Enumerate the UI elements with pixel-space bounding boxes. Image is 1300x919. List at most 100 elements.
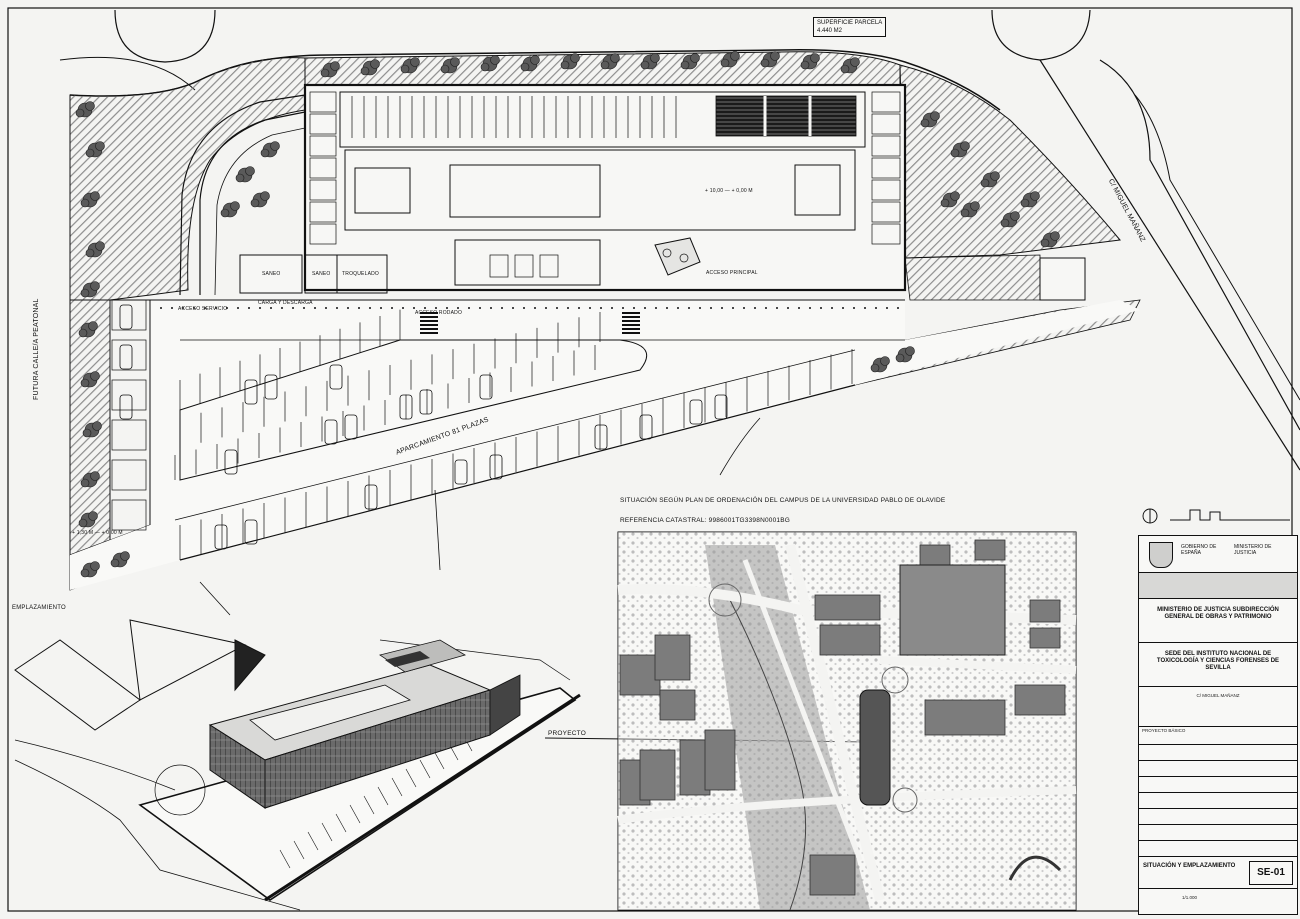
parking-stripe	[321, 822, 333, 842]
room-cell	[871, 201, 901, 223]
car-icon	[479, 374, 493, 400]
map-building	[974, 539, 1006, 561]
parking-stripe	[335, 813, 347, 833]
tree-icon	[1040, 231, 1060, 248]
crosswalk-stripe	[420, 328, 438, 330]
crosswalk-stripe	[622, 324, 640, 326]
car-icon	[264, 374, 278, 400]
map-building	[924, 699, 1006, 736]
parcel-area-title: SUPERFICIE PARCELA	[817, 20, 883, 26]
tree-icon	[80, 281, 100, 298]
car-icon	[419, 389, 433, 415]
car-icon	[689, 399, 703, 425]
crosswalk-stripe	[622, 320, 640, 322]
tree-icon	[980, 171, 1000, 188]
tree-icon	[720, 51, 740, 68]
parking-stripe	[279, 849, 291, 869]
parking-bay	[111, 459, 147, 491]
tree-icon	[440, 57, 460, 74]
room-cell	[309, 223, 337, 245]
tree-icon	[1020, 191, 1040, 208]
map-building	[1014, 684, 1066, 716]
tree-icon	[940, 191, 960, 208]
room-cell	[309, 113, 337, 135]
room-cell	[871, 157, 901, 179]
tree-icon	[320, 61, 340, 78]
cadastral-reference: REFERENCIA CATASTRAL: 9986001TG3398N0001…	[620, 517, 791, 524]
sheet-name: SITUACIÓN Y EMPLAZAMIENTO	[1143, 863, 1236, 869]
project-name: SEDE DEL INSTITUTO NACIONAL DE TOXICOLOG…	[1156, 651, 1280, 671]
room-label-2: SANEO	[312, 271, 331, 277]
tree-icon	[600, 53, 620, 70]
parcel-area-value: 4.440 m2	[817, 28, 843, 34]
org-right: MINISTERIO DE JUSTICIA	[1234, 544, 1272, 556]
tree-icon	[480, 55, 500, 72]
car-icon	[594, 424, 608, 450]
tree-icon	[220, 201, 240, 218]
car-icon	[364, 484, 378, 510]
parking-bay	[111, 339, 147, 371]
room-cell	[871, 91, 901, 113]
proyecto-label: PROYECTO	[548, 730, 586, 737]
tree-icon	[640, 53, 660, 70]
parking-stripe	[377, 786, 389, 806]
left-road-label: FUTURA CALLE/A PEATONAL	[33, 298, 40, 400]
tree-icon	[78, 321, 98, 338]
car-icon	[344, 414, 358, 440]
tree-icon	[870, 356, 890, 373]
perspective-view	[14, 619, 581, 911]
crosswalk-stripe	[420, 316, 438, 318]
crosswalk-stripe	[420, 332, 438, 334]
sheet-scale: 1/1.000	[1182, 895, 1198, 900]
situation-map	[617, 531, 1077, 911]
map-building	[819, 624, 881, 656]
tree-icon	[80, 561, 100, 578]
tree-icon	[1000, 211, 1020, 228]
coat-of-arms-icon	[1149, 542, 1173, 568]
map-building	[809, 854, 856, 896]
title-block: GOBIERNO DE ESPAÑA MINISTERIO DE JUSTICI…	[1138, 535, 1298, 915]
room-label-3: TROQUELADO	[342, 271, 380, 277]
project-phase: PROYECTO BÁSICO	[1142, 728, 1186, 733]
tree-icon	[110, 551, 130, 568]
service-access-label: ACCESO SERVICIO	[178, 306, 228, 312]
parking-bay	[111, 379, 147, 411]
tree-icon	[85, 141, 105, 158]
tree-icon	[920, 111, 940, 128]
parking-stripe	[419, 759, 431, 779]
parking-bay	[111, 419, 147, 451]
tree-icon	[840, 57, 860, 74]
room-cell	[871, 223, 901, 245]
car-icon	[399, 394, 413, 420]
tree-icon	[78, 511, 98, 528]
dimension-a-label: + 10,00 — + 0,00 m	[705, 188, 753, 194]
tree-icon	[680, 53, 700, 70]
owner-name: MINISTERIO DE JUSTICIA SUBDIRECCIÓN GENE…	[1157, 607, 1279, 620]
tree-icon	[360, 59, 380, 76]
car-icon	[324, 419, 338, 445]
room-cell	[871, 135, 901, 157]
car-icon	[714, 394, 728, 420]
car-icon	[454, 459, 468, 485]
car-icon	[244, 519, 258, 545]
crosswalk-stripe	[622, 312, 640, 314]
tree-icon	[800, 53, 820, 70]
parking-bay	[111, 299, 147, 331]
crosswalk-stripe	[622, 328, 640, 330]
room-cell	[309, 135, 337, 157]
crosswalk-stripe	[420, 312, 438, 314]
crosswalk-stripe	[420, 324, 438, 326]
parking-stripe	[363, 795, 375, 815]
tree-icon	[560, 53, 580, 70]
map-building	[654, 634, 691, 681]
parking-stripe	[405, 768, 417, 788]
org-left: GOBIERNO DE ESPAÑA	[1181, 544, 1217, 556]
parking-stripe	[307, 831, 319, 851]
map-building	[704, 729, 736, 791]
crosswalk-stripe	[622, 332, 640, 334]
tree-icon	[80, 371, 100, 388]
parking-bay	[111, 499, 147, 531]
car-icon	[489, 454, 503, 480]
situation-title: SITUACIÓN SEGÚN PLAN DE ORDENACIÓN DEL C…	[620, 497, 946, 504]
